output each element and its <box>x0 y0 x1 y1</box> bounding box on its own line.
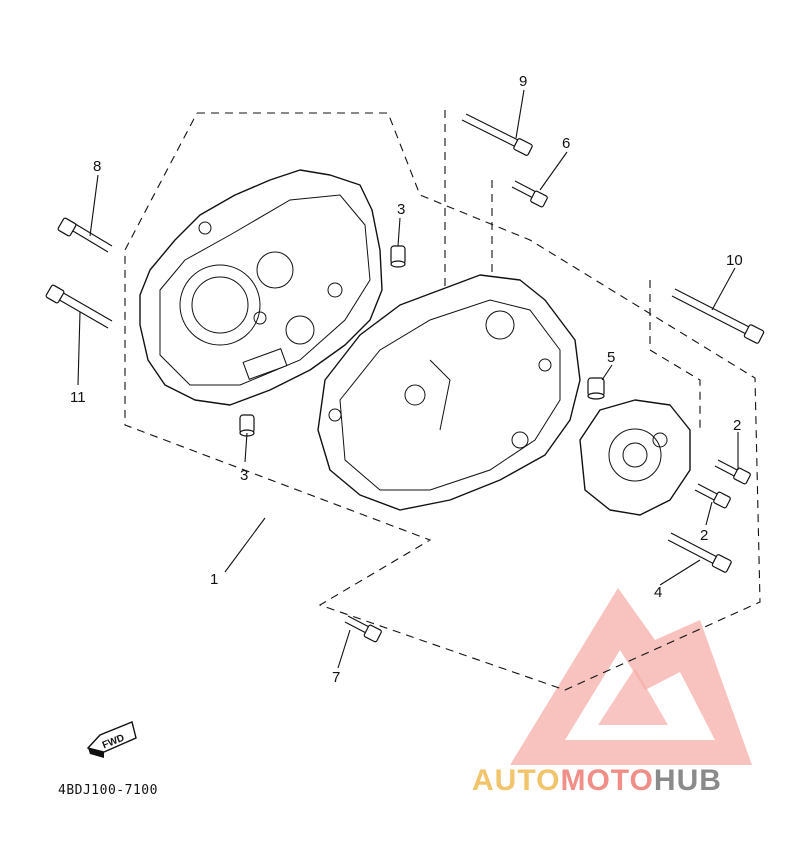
callout-5: 5 <box>607 349 615 366</box>
callout-7: 7 <box>332 669 340 686</box>
callout-6: 6 <box>562 135 570 152</box>
callout-8: 8 <box>93 158 101 175</box>
watermark-logo <box>510 588 752 765</box>
callout-9: 9 <box>519 73 527 90</box>
callout-1: 1 <box>210 571 218 588</box>
bolts <box>45 113 765 643</box>
leader-lines <box>77 89 739 669</box>
right-crankcase-half <box>317 274 581 511</box>
dowel-pins <box>239 245 605 437</box>
watermark-word-moto: MOTO <box>560 764 653 797</box>
callout-2: 2 <box>700 527 708 544</box>
assembly-boundary-lines <box>124 110 761 691</box>
callout-4: 4 <box>654 584 662 601</box>
watermark-word-auto: AUTO <box>472 764 560 797</box>
callout-11: 11 <box>70 389 86 406</box>
callout-3: 3 <box>397 201 405 218</box>
watermark-word-hub: HUB <box>654 764 722 797</box>
left-crankcase-half <box>139 169 383 406</box>
callout-labels: 9 6 8 3 10 5 11 3 2 2 1 4 7 <box>70 73 743 686</box>
callout-10: 10 <box>726 252 743 269</box>
callout-2: 2 <box>733 417 741 434</box>
svg-text:AUTOMOTOHUB: AUTOMOTOHUB <box>472 764 722 797</box>
side-cover-assembly <box>579 399 691 516</box>
part-number-code: 4BDJ100-7100 <box>58 783 158 798</box>
watermark-wordmark: AUTOMOTOHUB <box>472 764 722 797</box>
fwd-arrow-icon: FWD <box>86 721 137 758</box>
callout-3: 3 <box>240 467 248 484</box>
